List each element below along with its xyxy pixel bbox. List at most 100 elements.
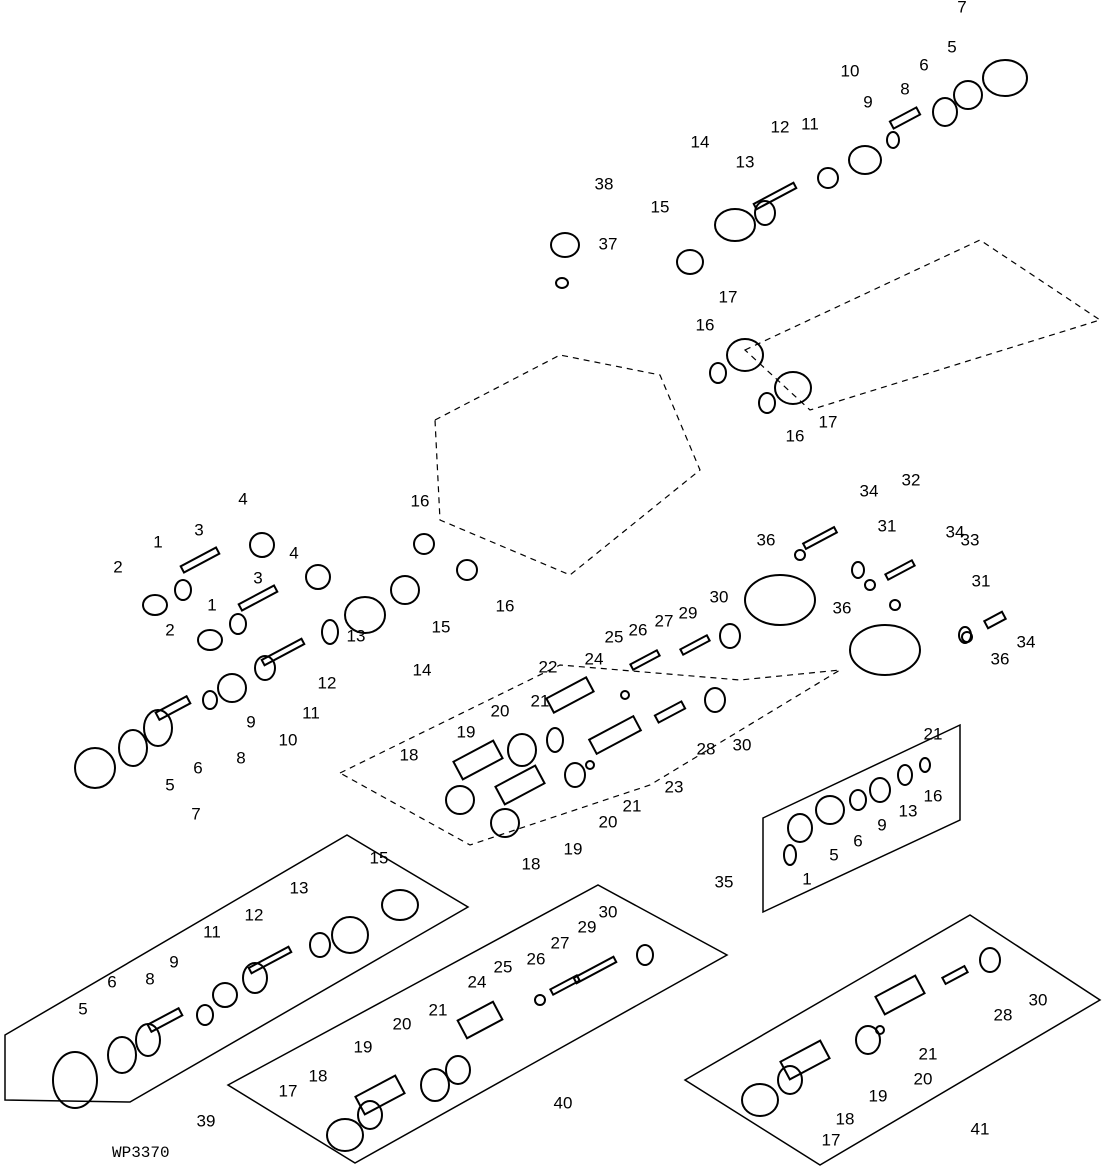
callout-18: 18 (836, 1109, 855, 1128)
part-shape (212, 982, 238, 1008)
callout-40: 40 (554, 1093, 573, 1112)
part-shape (897, 764, 913, 786)
part-shape (550, 232, 580, 258)
part-shape (704, 687, 726, 713)
part-shape (456, 559, 478, 581)
part-shape (534, 994, 546, 1006)
part-shape (932, 97, 958, 127)
callout-1: 1 (802, 869, 811, 888)
part-shape (420, 1068, 450, 1102)
part-shape (326, 1118, 364, 1152)
callout-6: 6 (919, 55, 928, 74)
callout-5: 5 (829, 845, 838, 864)
callout-6: 6 (107, 972, 116, 991)
callout-26: 26 (527, 949, 546, 968)
part-shape (456, 1000, 504, 1040)
callout-4: 4 (289, 543, 298, 562)
part-shape (202, 690, 218, 710)
callout-9: 9 (246, 712, 255, 731)
spool-group-outline (338, 664, 841, 846)
callout-16: 16 (696, 315, 715, 334)
part-shape (247, 945, 293, 975)
part-shape (507, 733, 537, 767)
callout-12: 12 (318, 673, 337, 692)
callout-31: 31 (878, 516, 897, 535)
callout-34: 34 (860, 481, 879, 500)
callout-32: 32 (902, 470, 921, 489)
part-shape (52, 1051, 98, 1109)
callout-34: 34 (1017, 632, 1036, 651)
callout-5: 5 (947, 37, 956, 56)
part-shape (142, 594, 168, 616)
callout-36: 36 (833, 598, 852, 617)
part-shape (752, 181, 798, 211)
callout-1: 1 (153, 532, 162, 551)
part-shape (849, 624, 921, 676)
callout-17: 17 (719, 287, 738, 306)
callout-3: 3 (194, 520, 203, 539)
spool-outline (743, 239, 1102, 411)
callout-21: 21 (919, 1044, 938, 1063)
callout-12: 12 (245, 905, 264, 924)
part-shape (217, 673, 247, 703)
part-shape (851, 561, 865, 579)
part-shape (74, 747, 116, 789)
callout-18: 18 (522, 854, 541, 873)
part-shape (154, 694, 192, 722)
callout-7: 7 (957, 0, 966, 16)
callout-21: 21 (623, 796, 642, 815)
part-shape (888, 106, 922, 130)
callout-16: 16 (411, 491, 430, 510)
callout-30: 30 (710, 587, 729, 606)
part-shape (260, 637, 306, 667)
part-shape (777, 1065, 803, 1095)
callout-21: 21 (924, 724, 943, 743)
part-shape (555, 277, 569, 289)
part-shape (874, 974, 926, 1016)
part-shape (919, 757, 931, 773)
callout-13: 13 (290, 878, 309, 897)
callout-9: 9 (877, 815, 886, 834)
part-shape (197, 629, 223, 651)
callout-20: 20 (491, 701, 510, 720)
callout-23: 23 (665, 777, 684, 796)
part-shape (889, 599, 901, 611)
kit-box-35 (762, 723, 961, 914)
part-shape (982, 610, 1008, 630)
callout-41: 41 (971, 1119, 990, 1138)
callout-30: 30 (599, 902, 618, 921)
part-shape (886, 131, 900, 149)
part-shape (146, 1006, 184, 1034)
part-shape (801, 525, 839, 551)
callout-21: 21 (531, 691, 550, 710)
callout-16: 16 (786, 426, 805, 445)
callout-27: 27 (655, 611, 674, 630)
callout-11: 11 (203, 922, 221, 941)
part-shape (229, 613, 247, 635)
part-shape (953, 80, 983, 110)
part-shape (620, 690, 630, 700)
callout-labels: 7561098111214131538371716171643124312161… (78, 0, 1047, 1149)
callout-9: 9 (169, 952, 178, 971)
callout-34: 34 (946, 522, 965, 541)
part-shape (744, 574, 816, 626)
part-shape (779, 1039, 831, 1081)
kit-boxes (4, 239, 1102, 1166)
callout-2: 2 (165, 620, 174, 639)
callout-17: 17 (819, 412, 838, 431)
part-shape (849, 789, 867, 811)
part-shape (982, 59, 1028, 97)
callout-21: 21 (429, 1000, 448, 1019)
part-shape (741, 1083, 779, 1117)
part-shape (628, 648, 662, 672)
part-shape (490, 808, 520, 838)
part-shape (817, 167, 839, 189)
part-shape (653, 700, 687, 724)
callout-25: 25 (605, 627, 624, 646)
part-shape (118, 729, 148, 767)
part-shape (726, 338, 764, 372)
part-shape (548, 973, 582, 997)
callout-17: 17 (822, 1130, 841, 1149)
callout-24: 24 (585, 649, 604, 668)
